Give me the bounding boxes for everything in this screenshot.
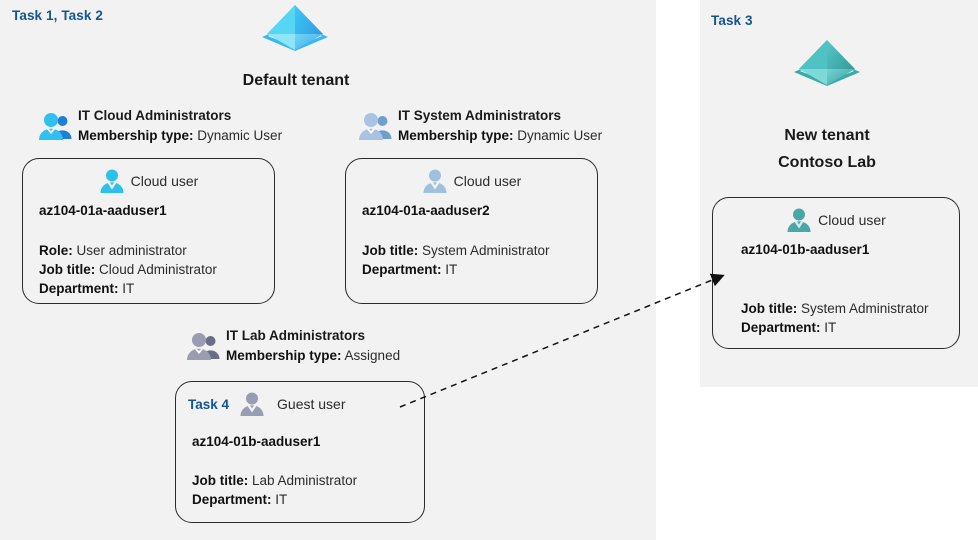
user-card-az104-01a-aaduser1[interactable]: Cloud user az104-01a-aaduser1 Role: User… <box>22 158 275 304</box>
cloud-user-icon <box>99 168 125 194</box>
membership-label: Membership type: <box>78 128 194 143</box>
group-users-icon <box>38 112 74 142</box>
card-header: Cloud user <box>346 168 597 194</box>
user-properties: Role: User administrator Job title: Clou… <box>39 241 217 298</box>
property-value: IT <box>445 262 458 277</box>
property-label: Role: <box>39 243 73 258</box>
guest-user-icon <box>239 391 265 417</box>
user-card-az104-01b-aaduser1[interactable]: Cloud user az104-01b-aaduser1 Job title:… <box>712 197 960 349</box>
property-row: Department: IT <box>362 260 550 279</box>
property-label: Department: <box>741 320 821 335</box>
user-type-label: Cloud user <box>130 173 199 189</box>
group-name: IT System Administrators <box>398 108 562 123</box>
property-label: Department: <box>362 262 442 277</box>
property-value: System Administrator <box>801 301 929 316</box>
user-principal-name: az104-01a-aaduser1 <box>39 203 167 218</box>
property-value: Cloud Administrator <box>99 262 217 277</box>
task-label-3: Task 3 <box>711 13 753 28</box>
cloud-user-icon <box>422 168 448 194</box>
card-header: Cloud user <box>713 207 959 233</box>
membership-value: Dynamic User <box>197 128 283 143</box>
default-tenant-title: Default tenant <box>242 72 350 89</box>
azure-ad-tenant-icon <box>258 3 332 67</box>
property-row: Job title: Cloud Administrator <box>39 260 217 279</box>
property-label: Department: <box>192 492 272 507</box>
property-label: Job title: <box>362 243 419 258</box>
property-row: Job title: Lab Administrator <box>192 471 357 490</box>
property-label: Job title: <box>39 262 96 277</box>
property-value: System Administrator <box>422 243 550 258</box>
property-value: IT <box>275 492 288 507</box>
group-name: IT Lab Administrators <box>226 328 366 343</box>
property-label: Job title: <box>741 301 798 316</box>
property-value: IT <box>122 281 135 296</box>
property-label: Job title: <box>192 473 249 488</box>
group-membership: Membership type: Assigned <box>226 348 400 363</box>
user-principal-name: az104-01a-aaduser2 <box>362 203 490 218</box>
membership-value: Assigned <box>344 348 401 363</box>
user-card-az104-01a-aaduser2[interactable]: Cloud user az104-01a-aaduser2 Job title:… <box>345 158 598 304</box>
azure-ad-tenant-icon <box>790 38 864 102</box>
group-users-icon <box>186 332 222 362</box>
card-header: Task 4 Guest user <box>176 391 424 417</box>
user-type-label: Cloud user <box>818 212 886 228</box>
user-properties: Job title: System Administrator Departme… <box>362 241 550 279</box>
new-tenant-title-line2: Contoso Lab <box>778 154 876 171</box>
property-label: Department: <box>39 281 119 296</box>
group-membership: Membership type: Dynamic User <box>78 128 282 143</box>
user-properties: Job title: System Administrator Departme… <box>741 299 929 337</box>
property-value: IT <box>824 320 837 335</box>
user-type-label: Guest user <box>277 396 346 412</box>
membership-label: Membership type: <box>398 128 514 143</box>
user-properties: Job title: Lab Administrator Department:… <box>192 471 357 509</box>
membership-label: Membership type: <box>226 348 342 363</box>
property-row: Department: IT <box>741 318 929 337</box>
property-row: Job title: System Administrator <box>362 241 550 260</box>
property-row: Department: IT <box>192 490 357 509</box>
user-principal-name: az104-01b-aaduser1 <box>192 434 321 449</box>
user-principal-name: az104-01b-aaduser1 <box>741 242 870 257</box>
property-row: Department: IT <box>39 279 217 298</box>
task-label-1-2: Task 1, Task 2 <box>12 8 103 23</box>
property-row: Job title: System Administrator <box>741 299 929 318</box>
user-card-guest-az104-01b-aaduser1[interactable]: Task 4 Guest user az104-01b-aaduser1 Job… <box>175 381 425 523</box>
property-row: Role: User administrator <box>39 241 217 260</box>
property-value: User administrator <box>76 243 187 258</box>
group-membership: Membership type: Dynamic User <box>398 128 602 143</box>
property-value: Lab Administrator <box>252 473 358 488</box>
task-label-4: Task 4 <box>188 396 230 412</box>
group-name: IT Cloud Administrators <box>78 108 232 123</box>
group-users-icon <box>358 112 394 142</box>
user-type-label: Cloud user <box>453 173 522 189</box>
card-header: Cloud user <box>23 168 274 194</box>
cloud-user-icon <box>786 207 812 233</box>
membership-value: Dynamic User <box>517 128 603 143</box>
new-tenant-title-line1: New tenant <box>784 127 870 144</box>
